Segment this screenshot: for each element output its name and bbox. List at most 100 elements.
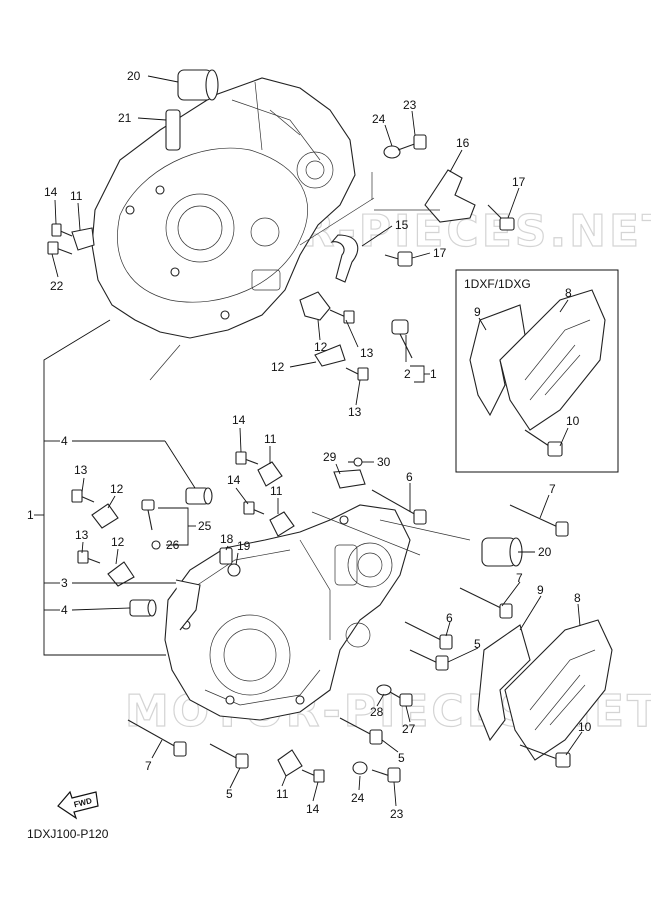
callout: 14 [306,802,320,816]
part-clamp-11-b [257,461,283,487]
callout: 11 [276,787,289,801]
inset-1dxf-1dxg: 1DXF/1DXG [455,269,619,473]
callout: 20 [538,545,552,559]
callout: 14 [232,413,246,427]
callout: 13 [360,346,374,360]
callout: 4 [61,434,68,448]
part-bolt-13-mid [345,367,369,381]
callout: 16 [456,136,470,150]
part-bolt-13-top [329,309,355,324]
part-bolt-14-d [301,769,325,783]
callout: 23 [403,98,417,112]
callout: 15 [395,218,409,232]
callout: 23 [390,807,404,821]
part-pin-21 [165,109,181,151]
part-bolt-5-c [209,743,249,769]
part-bolt-7-b [459,587,513,619]
callout-labels: 20 21 24 23 16 17 14 11 15 17 22 12 13 1… [27,69,592,821]
part-dowel-4-a [185,487,213,505]
part-bolt-5-a [409,649,449,671]
callout: 24 [351,791,365,805]
part-bolt-22 [47,241,73,255]
callout: 6 [406,470,413,484]
callout: 10 [566,414,580,428]
callout: 28 [370,705,384,719]
callout: 14 [44,185,58,199]
callout: 11 [264,432,277,446]
callout: 9 [537,583,544,597]
callout: 13 [348,405,362,419]
callout: 22 [50,279,64,293]
callout: 18 [220,532,234,546]
callout: 27 [402,722,416,736]
leader-lines [34,75,583,807]
part-sensor-2 [391,319,413,359]
callout: 30 [377,455,391,469]
part-clamp-12-mid [314,344,346,367]
callout: 8 [565,286,572,300]
part-bolt-7-a [509,504,569,537]
callout: 13 [74,463,88,477]
callout: 17 [512,175,526,189]
part-bracket-16 [424,169,476,223]
part-dowel-20-top [177,69,219,101]
callout: 1 [430,367,437,381]
part-bolt-6-b [404,621,453,650]
part-bolt-23-top [397,134,427,151]
callout: 25 [198,519,212,533]
part-washer-24-top [383,145,401,159]
callout: 5 [226,787,233,801]
part-bolt-30 [348,457,363,467]
part-plug-25 [141,499,155,531]
part-oring-26 [151,540,161,550]
inset-title: 1DXF/1DXG [464,277,531,291]
callout: 29 [323,450,337,464]
part-pipe-3 [175,579,201,631]
callout: 21 [118,111,132,125]
part-pin-18 [219,547,233,565]
fwd-arrow-icon: FWD [57,790,99,820]
part-bolt-13-d [77,550,101,564]
callout: 24 [372,112,386,126]
callout: 4 [61,603,68,617]
part-clamp-12-d [107,561,135,587]
callout: 7 [516,571,523,585]
callout: 10 [578,720,592,734]
part-bolt-14-c [243,501,265,515]
part-bolt-7-c [127,719,187,757]
part-bolt-10-inset [524,429,563,457]
callout: 7 [145,759,152,773]
callout: 17 [433,246,447,260]
part-clamp-11-d [277,749,303,777]
part-bolt-14-b [235,451,259,465]
part-dowel-4-b [129,599,157,617]
callout: 20 [127,69,141,83]
part-bolt-17-mid [384,251,413,267]
callout: 13 [75,528,89,542]
callout: 7 [549,482,556,496]
callout: 5 [474,637,481,651]
callout: 26 [166,538,180,552]
part-clamp-12-top [299,291,331,321]
callout: 12 [110,482,124,496]
callout: 12 [111,535,125,549]
crankcase-upper [91,77,356,339]
callout: 8 [574,591,581,605]
callout: 11 [70,189,83,203]
callout: 2 [404,367,411,381]
callout: 6 [446,611,453,625]
part-bracket-29 [333,469,366,489]
part-oring-19 [227,563,241,577]
part-clip-15 [330,234,359,283]
callout: 5 [398,751,405,765]
callout: 12 [271,360,285,374]
callout: 1 [27,508,34,522]
part-bolt-14-left [51,223,73,237]
part-guard-9-8 [477,619,613,761]
callout: 12 [314,340,328,354]
callout: 19 [237,539,251,553]
part-washer-24-bottom [352,761,368,775]
part-washer-28 [376,684,392,696]
callout: 11 [270,484,283,498]
